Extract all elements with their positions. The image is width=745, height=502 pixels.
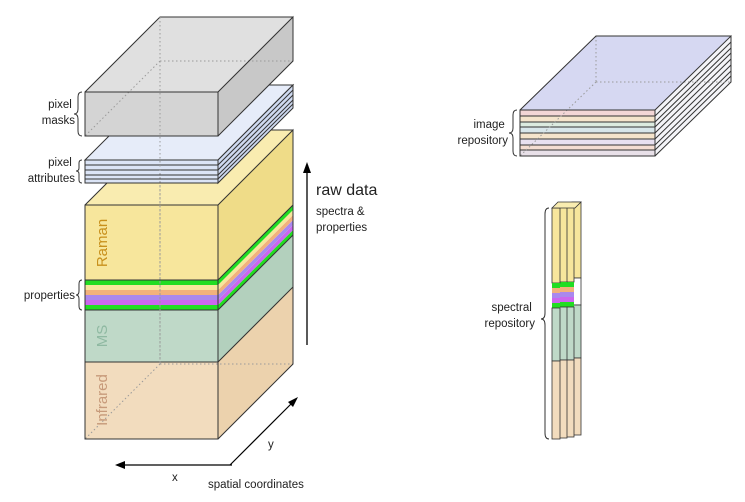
spectral-repository-stack [551,201,582,440]
image-repository-label: image repository [458,119,509,147]
pixel-masks-box [84,15,294,137]
pixel-attributes-brace [75,159,83,184]
spectral-repository-brace [540,207,550,440]
pixel-masks-brace [73,91,83,137]
spectral-repository-label: spectral repository [485,302,536,330]
ms-block [85,235,293,362]
image-repository-brace [508,109,518,157]
image-repository-box [519,34,732,157]
property-bands [85,205,293,310]
spectral-slice [551,207,561,440]
pixel-masks-label: pixel masks [42,99,75,127]
x-axis-label: x [172,472,178,484]
raw-data-title: raw data [316,182,377,199]
raman-label: Raman [94,219,111,267]
x-axis-arrow [115,461,232,469]
infrared-block [85,287,293,439]
spatial-coordinates-label: spatial coordinates [208,479,304,491]
ms-label: MS [94,325,111,348]
y-axis-arrow [229,397,298,466]
properties-label: properties [24,290,75,302]
infrared-label: Infrared [94,374,111,426]
raw-data-subtitle: spectra & properties [316,206,368,234]
y-axis-label: y [268,439,274,451]
pixel-attributes-label: pixel attributes [28,157,76,185]
properties-brace [75,279,83,311]
spectral-slice [558,205,568,439]
raw-data-arrow [303,162,311,345]
